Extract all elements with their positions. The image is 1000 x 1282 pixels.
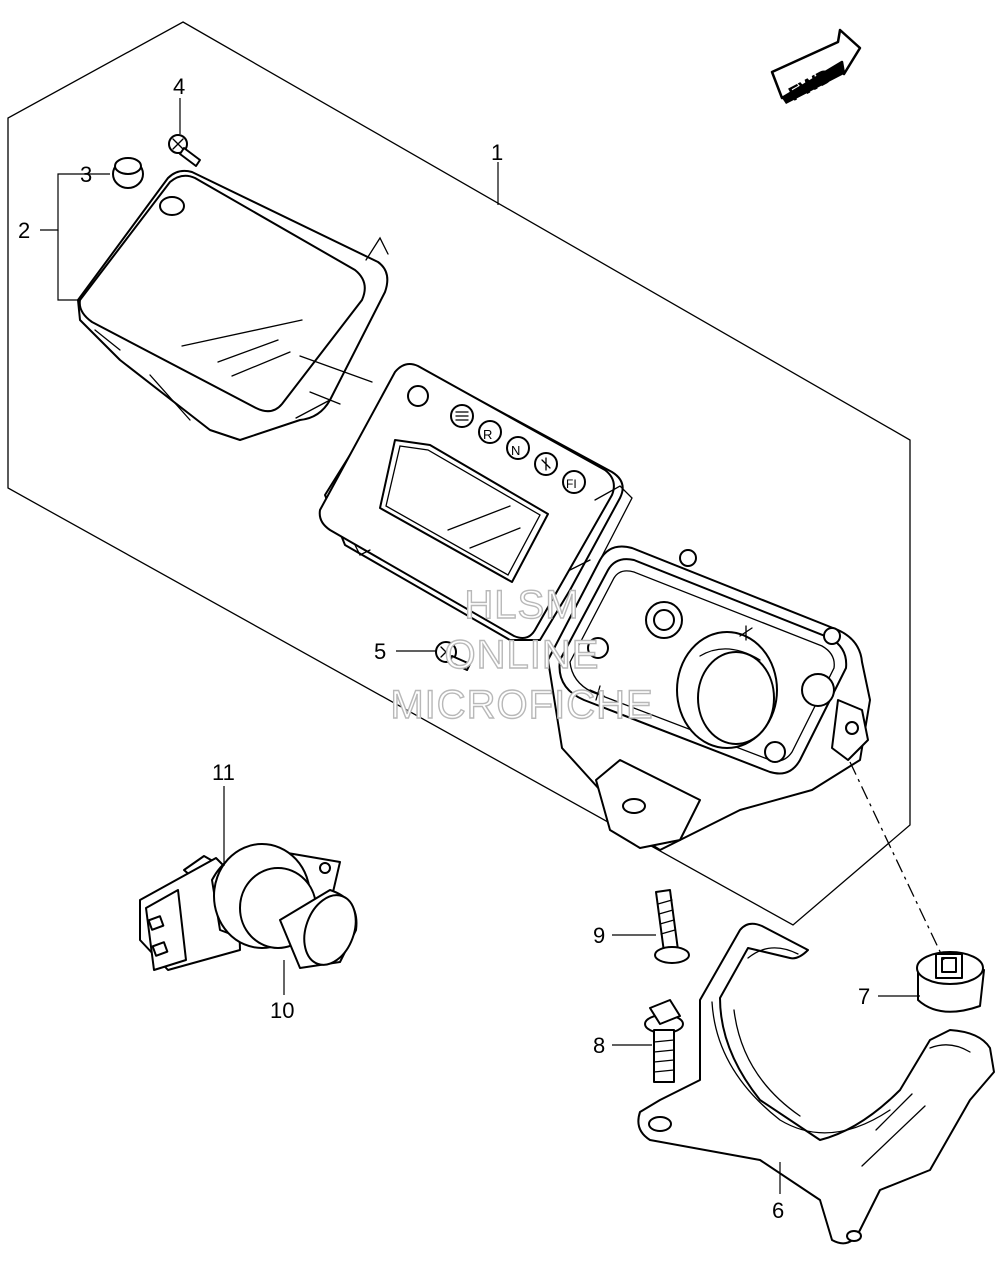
- meter-bracket: [637, 922, 995, 1245]
- screw-5: [435, 641, 471, 671]
- alignment-line: [849, 761, 945, 961]
- callout-3: 3: [80, 162, 92, 187]
- leader-lines: [40, 98, 920, 1194]
- indicator-label-r: R: [483, 427, 492, 442]
- watermark: HLSM ONLINE MICROFICHE: [390, 582, 654, 727]
- fwd-arrow-icon: FWD: [770, 28, 862, 106]
- grommet-7: [916, 951, 985, 1013]
- watermark-line-1: HLSM: [464, 583, 579, 627]
- callout-7: 7: [858, 984, 870, 1009]
- indicator-label-fi: FI: [566, 477, 577, 491]
- callout-2: 2: [18, 218, 30, 243]
- watermark-line-3: MICROFICHE: [390, 683, 653, 727]
- watermark-line-2: ONLINE: [445, 633, 600, 677]
- screw-small: [168, 134, 201, 167]
- assembly-boundary: [7, 21, 911, 926]
- speed-sensor: [139, 843, 358, 971]
- callout-8: 8: [593, 1033, 605, 1058]
- meter-panel: R N FI: [318, 363, 633, 641]
- callout-4: 4: [173, 74, 185, 99]
- callout-numbers: 1 2 3 4 5 6 7 8 9 10 11: [18, 74, 870, 1223]
- rubber-cap: [112, 157, 144, 189]
- callout-6: 6: [772, 1198, 784, 1223]
- callout-9: 9: [593, 923, 605, 948]
- meter-lens-cover: [77, 169, 389, 441]
- callout-10: 10: [270, 998, 294, 1023]
- meter-case: [547, 545, 871, 851]
- tapping-screw-9: [654, 889, 690, 964]
- indicator-label-n: N: [511, 443, 520, 458]
- callout-1: 1: [491, 140, 503, 165]
- flange-bolt-8: [644, 999, 684, 1083]
- callout-11: 11: [212, 760, 235, 785]
- callout-5: 5: [374, 639, 386, 664]
